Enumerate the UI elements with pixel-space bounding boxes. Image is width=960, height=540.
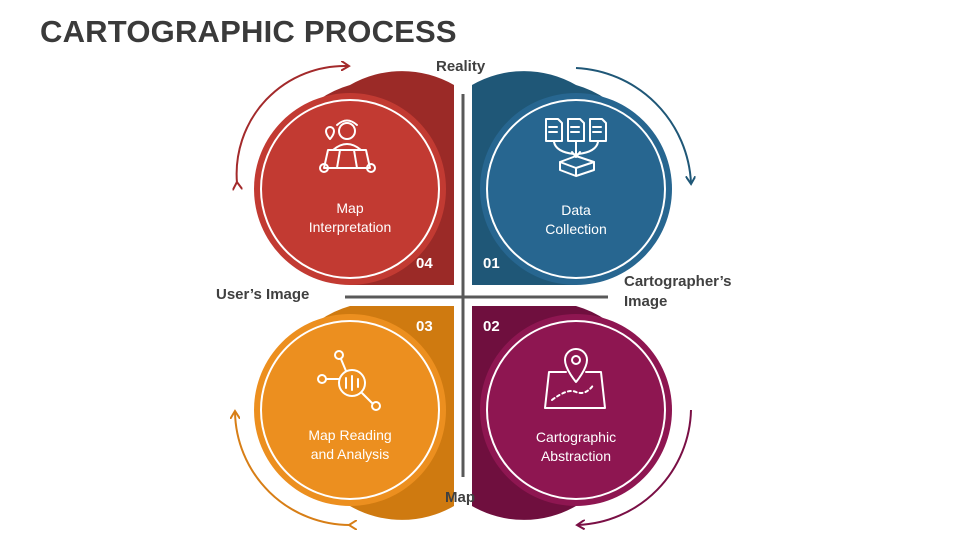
cycle-arrow-02 [578, 409, 692, 525]
stage-03-label: Map Reading and Analysis [275, 426, 425, 464]
cycle-arrow-03 [235, 412, 350, 525]
page-title: CARTOGRAPHIC PROCESS [40, 14, 457, 49]
map-pin-on-map-icon [544, 348, 606, 409]
cycle-arrow-01 [575, 67, 691, 183]
network-magnifier-icon [317, 350, 381, 411]
stage-03-group [254, 306, 454, 520]
stage-01-number: 01 [483, 255, 500, 272]
axis-label-users-image: User’s Image [216, 286, 310, 303]
stage-01-ring [486, 99, 666, 279]
stage-02-label-line1: Cartographic [535, 429, 617, 445]
cycle-arrow-04 [237, 66, 348, 183]
stage-04-group [254, 71, 454, 285]
stage-02-circle [480, 314, 672, 506]
stage-01-circle [480, 93, 672, 285]
stage-02-label: Cartographic Abstraction [501, 428, 651, 466]
stage-03-circle [254, 314, 446, 506]
stage-04-label: Map Interpretation [275, 199, 425, 237]
stage-01-group [472, 71, 672, 285]
stage-03-label-line2: and Analysis [310, 446, 390, 462]
stage-04-label-line2: Interpretation [308, 219, 392, 235]
axis-label-cartographers-image: Cartographer’s Image [624, 273, 732, 310]
stage-01-label: Data Collection [501, 201, 651, 239]
stage-03-number: 03 [416, 318, 433, 335]
stage-01-label-line1: Data [561, 202, 591, 218]
stage-04-number: 04 [416, 255, 433, 272]
axis-label-reality: Reality [436, 58, 486, 75]
stage-02-label-line2: Abstraction [540, 448, 612, 464]
stage-03-label-line1: Map Reading [308, 427, 392, 443]
stage-01-label-line2: Collection [545, 221, 607, 237]
stage-04-label-line1: Map [336, 200, 364, 216]
stage-02-number: 02 [483, 318, 500, 335]
stage-02-ring [486, 320, 666, 500]
documents-to-box-icon [545, 118, 607, 177]
stage-02-group [472, 306, 672, 520]
axis-label-map: Map [445, 489, 475, 506]
